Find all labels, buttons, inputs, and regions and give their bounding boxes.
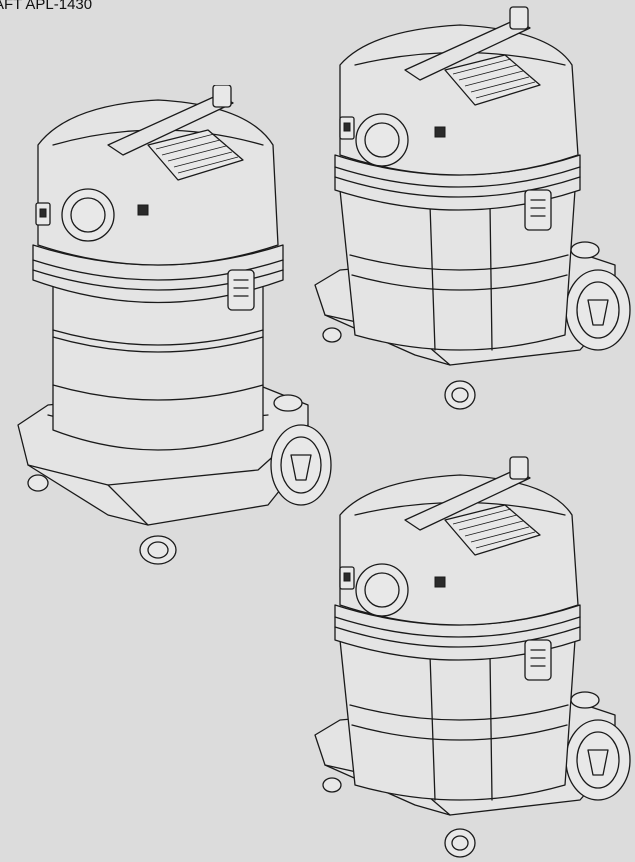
vacuum-plastic-tank-top-illustration (310, 5, 635, 415)
model-caption: AFT APL-1430 (0, 0, 93, 13)
vacuum-steel-tank-illustration (8, 85, 338, 575)
vacuum-plastic-tank-bottom-illustration (310, 455, 635, 860)
